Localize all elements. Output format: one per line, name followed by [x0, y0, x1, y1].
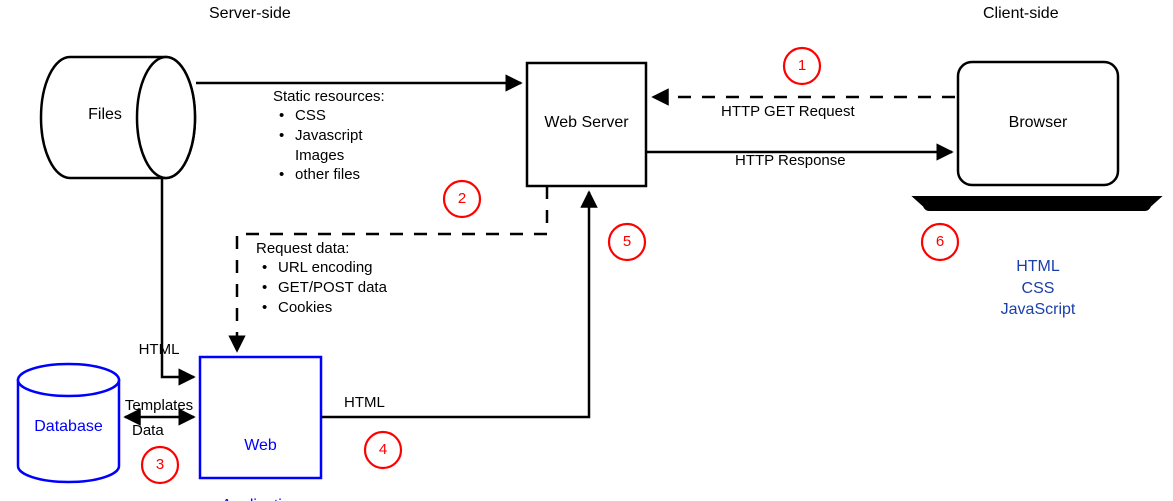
badge-circle-4: [363, 430, 403, 470]
badge-circle-5: [607, 222, 647, 262]
edge-html-to-webserver: [321, 190, 598, 419]
badge-label-5: 5: [622, 233, 632, 250]
files-cylinder-shape: [39, 55, 197, 180]
badge-circle-6: [920, 222, 960, 262]
badge-label-3: 3: [155, 456, 165, 473]
edge-label-html-templates-line1: HTML: [138, 340, 180, 358]
database-cylinder-shape: [16, 362, 121, 484]
edge-label-http-response: HTTP Response: [735, 152, 846, 169]
edge-label-html-templates-line2: Templates: [124, 396, 194, 414]
badge-label-2: 2: [457, 190, 467, 207]
web-application-node-label: Web Application: [200, 396, 321, 501]
request-data-callout: Request data: URL encoding GET/POST data…: [256, 240, 387, 317]
badge-label-1: 1: [797, 57, 807, 74]
badge-circle-2: [442, 179, 482, 219]
browser-node-label: Browser: [1008, 114, 1068, 131]
web-application-label-line1: Web: [244, 437, 277, 454]
web-application-box-shape: [198, 355, 323, 480]
static-resources-item: other files: [279, 165, 385, 185]
request-data-items: URL encoding GET/POST data Cookies: [256, 258, 387, 317]
section-title-server-side: Server-side: [209, 5, 291, 22]
request-data-item: URL encoding: [262, 258, 387, 278]
edge-label-data: Data: [132, 422, 164, 439]
client-tech-javascript: JavaScript: [1000, 301, 1076, 319]
badge-circle-1: [782, 46, 822, 86]
static-resources-item: Images: [295, 146, 345, 164]
client-tech-stack: HTML CSS JavaScript: [963, 256, 1113, 321]
web-server-node-label: Web Server: [544, 114, 629, 131]
static-resources-item: Javascript: [279, 126, 385, 146]
edge-label-http-get-request: HTTP GET Request: [721, 103, 855, 120]
files-node-label: Files: [88, 106, 122, 123]
browser-stand-shape: [911, 196, 1163, 211]
edge-html-templates: [160, 178, 196, 386]
badge-circle-3: [140, 445, 180, 485]
web-server-box-shape: [525, 61, 648, 188]
client-tech-html: HTML: [1016, 258, 1060, 275]
client-tech-css: CSS: [1021, 279, 1055, 297]
browser-box-shape: [956, 60, 1120, 187]
static-resources-title: Static resources:: [273, 88, 385, 105]
request-data-item: Cookies: [262, 298, 387, 318]
edge-label-html: HTML: [344, 394, 385, 411]
section-title-client-side: Client-side: [983, 5, 1059, 22]
badge-label-6: 6: [935, 233, 945, 250]
request-data-item: GET/POST data: [262, 278, 387, 298]
edge-label-html-templates: HTML Templates: [104, 303, 214, 453]
static-resources-items: CSS Javascript Images other files: [273, 106, 385, 185]
request-data-title: Request data:: [256, 240, 350, 257]
web-application-label-line2: Application: [200, 496, 321, 501]
badge-label-4: 4: [378, 441, 388, 458]
static-resources-item: CSS: [279, 106, 385, 126]
database-node-label: Database: [34, 418, 103, 435]
static-resources-callout: Static resources: CSS Javascript Images …: [273, 88, 385, 185]
edge-request-data: [228, 186, 549, 353]
